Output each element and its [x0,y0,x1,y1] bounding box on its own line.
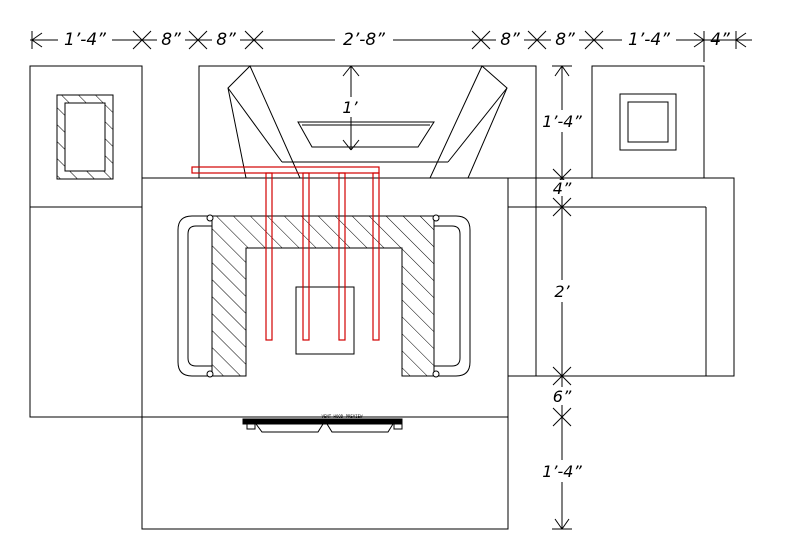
sink-basin [297,121,435,148]
dim-top-4: 2’-8” [343,30,385,50]
right-counter [507,177,735,377]
dim-right-ledge: 4” [553,179,572,198]
dim-top-2: 8” [161,30,181,50]
red-rails [191,166,380,341]
left-handle [177,214,214,378]
appliance-label: VENT HOOD PREVIEW [322,414,364,419]
dim-right-lower: 1’-4” [542,462,582,481]
dim-top-6: 8” [555,30,575,50]
right-upper-cabinet [591,65,705,179]
dim-top-8: 4” [710,30,730,50]
dim-top-3: 8” [216,30,236,50]
dim-right-middle: 2’ [554,282,570,301]
dim-basin-height: 1’ [342,98,358,117]
dim-right-upper: 1’-4” [542,112,582,131]
firebox-hatched [211,215,435,377]
right-handle [432,214,471,378]
left-window [56,94,114,180]
right-dimension-labels: 1’-4” 4” 2’ 6” 1’-4” [537,110,587,482]
hearth-center [295,286,355,355]
top-dimension-labels: 1’-4” 8” 8” 2’-8” 8” 8” 1’-4” 4” [58,28,730,50]
dim-top-1: 1’-4” [64,30,106,50]
dim-top-5: 8” [500,30,520,50]
dim-top-7: 1’-4” [628,30,670,50]
center-upper-cabinet [198,65,537,179]
vent-hood-symbol [242,418,403,433]
dim-right-gap: 6” [553,387,572,406]
